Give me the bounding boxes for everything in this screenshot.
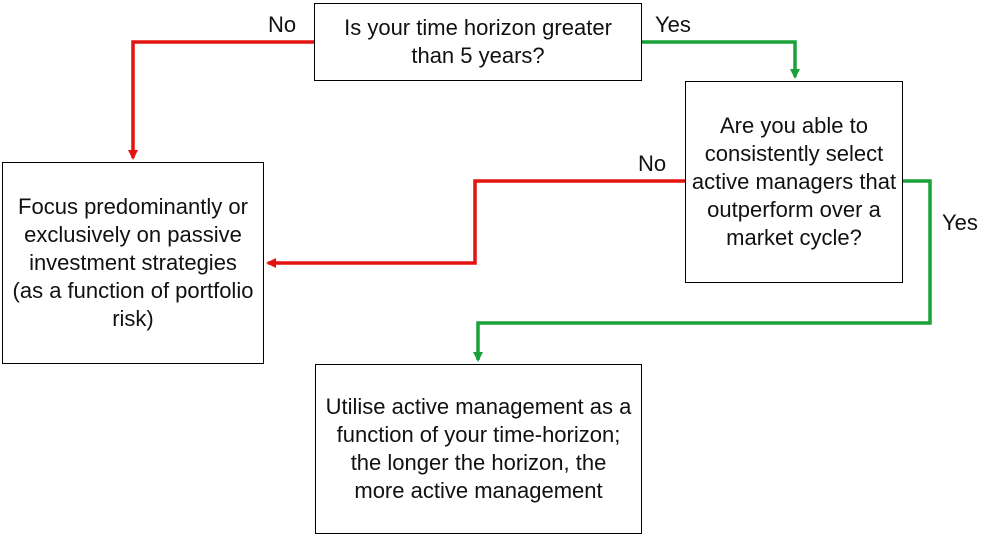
outcome-active-text: Utilise active management as a function …: [325, 394, 632, 503]
edge-q1-no-label: No: [268, 12, 297, 37]
outcome-passive-text: Focus predominantly or exclusively on pa…: [12, 194, 254, 331]
edge-q2-no-arrow: [266, 179, 685, 268]
edge-q2-no-label: No: [638, 151, 667, 176]
question-select-managers-text: Are you able to consistently select acti…: [691, 113, 897, 250]
edge-q2-yes-arrow: [473, 179, 932, 362]
edge-q1-yes-arrow: [642, 40, 800, 79]
edge-q2-yes-label: Yes: [942, 210, 978, 235]
outcome-passive-box: Focus predominantly or exclusively on pa…: [2, 162, 264, 364]
edge-q1-yes-label: Yes: [655, 12, 691, 37]
question-time-horizon-text: Is your time horizon greater than 5 year…: [344, 15, 612, 68]
outcome-active-box: Utilise active management as a function …: [315, 364, 642, 534]
question-time-horizon-box: Is your time horizon greater than 5 year…: [314, 3, 642, 81]
edge-q1-no-arrow: [128, 40, 314, 160]
question-select-managers-box: Are you able to consistently select acti…: [685, 81, 903, 283]
